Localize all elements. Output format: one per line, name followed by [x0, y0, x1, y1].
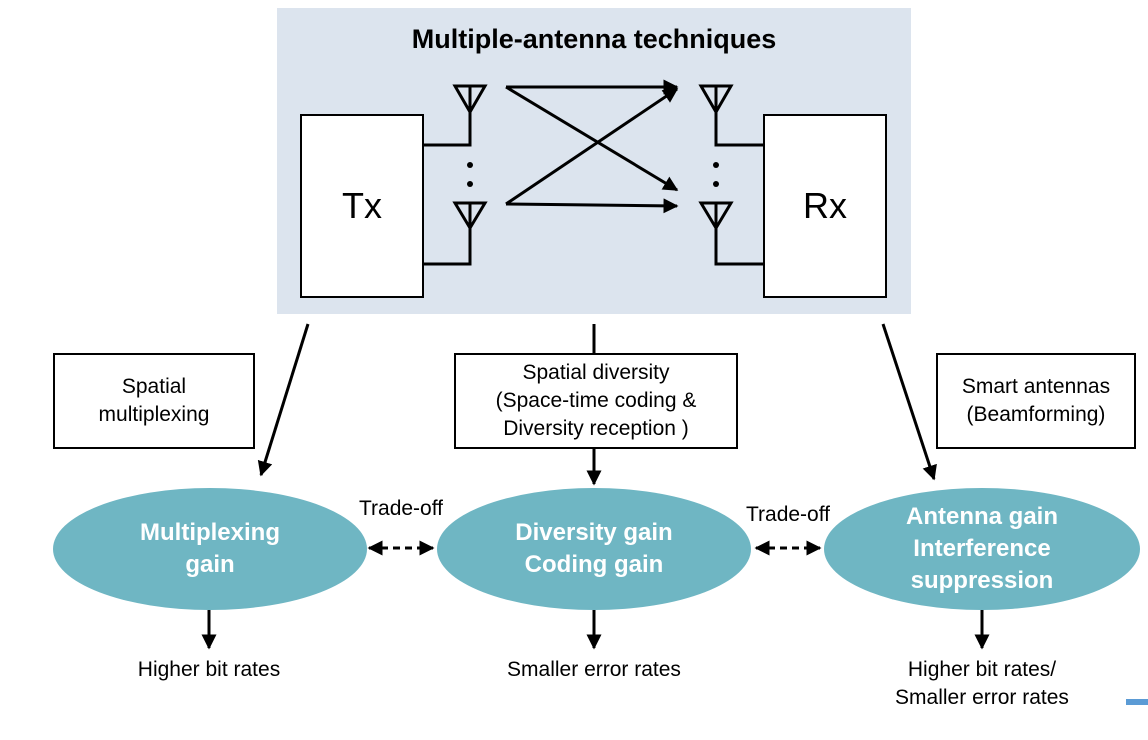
technique-arrows — [257, 323, 937, 486]
rx-antenna-icon — [698, 84, 734, 116]
multiplexing-gain-ellipse: Multiplexing gain — [53, 488, 367, 610]
multiplexing-outcome: Higher bit rates — [137, 658, 281, 681]
rx-label: Rx — [803, 185, 847, 226]
trade-off-label: Trade-off — [358, 497, 444, 520]
rx-box: Rx — [763, 114, 887, 298]
tx-feed-lines — [424, 110, 472, 266]
rx-ellipsis-dots — [713, 162, 719, 187]
outcome-arrows — [201, 610, 990, 650]
antenna-gain-label: Antenna gain Interference suppression — [905, 503, 1058, 594]
channel-arrows — [505, 79, 679, 214]
antenna-outcome: Higher bit rates/ Smaller error rates — [895, 658, 1069, 709]
spatial-multiplexing-box: Spatial multiplexing — [53, 353, 255, 449]
smart-antennas-label: Smart antennas (Beamforming) — [961, 375, 1111, 426]
antenna-gain-ellipse: Antenna gain Interference suppression — [824, 488, 1140, 610]
diagram-title: Multiple-antenna techniques — [411, 24, 777, 54]
tx-antenna-icon — [452, 201, 488, 231]
tx-label: Tx — [342, 185, 382, 226]
spatial-diversity-label: Spatial diversity (Space-time coding & D… — [495, 361, 697, 440]
rx-antenna-icon — [698, 201, 734, 231]
diversity-gain-label: Diversity gain Coding gain — [515, 519, 673, 578]
multiplexing-gain-label: Multiplexing gain — [140, 519, 280, 578]
tx-ellipsis-dots — [467, 162, 473, 187]
spatial-diversity-box: Spatial diversity (Space-time coding & D… — [454, 353, 738, 449]
rx-feed-lines — [714, 110, 763, 266]
diversity-outcome: Smaller error rates — [507, 658, 681, 681]
tx-antenna-icon — [452, 84, 488, 116]
accent-bar — [1126, 699, 1148, 705]
trade-off-label: Trade-off — [745, 503, 831, 526]
tx-box: Tx — [300, 114, 424, 298]
smart-antennas-box: Smart antennas (Beamforming) — [936, 353, 1136, 449]
diversity-gain-ellipse: Diversity gain Coding gain — [437, 488, 751, 610]
spatial-multiplexing-label: Spatial multiplexing — [98, 375, 210, 426]
